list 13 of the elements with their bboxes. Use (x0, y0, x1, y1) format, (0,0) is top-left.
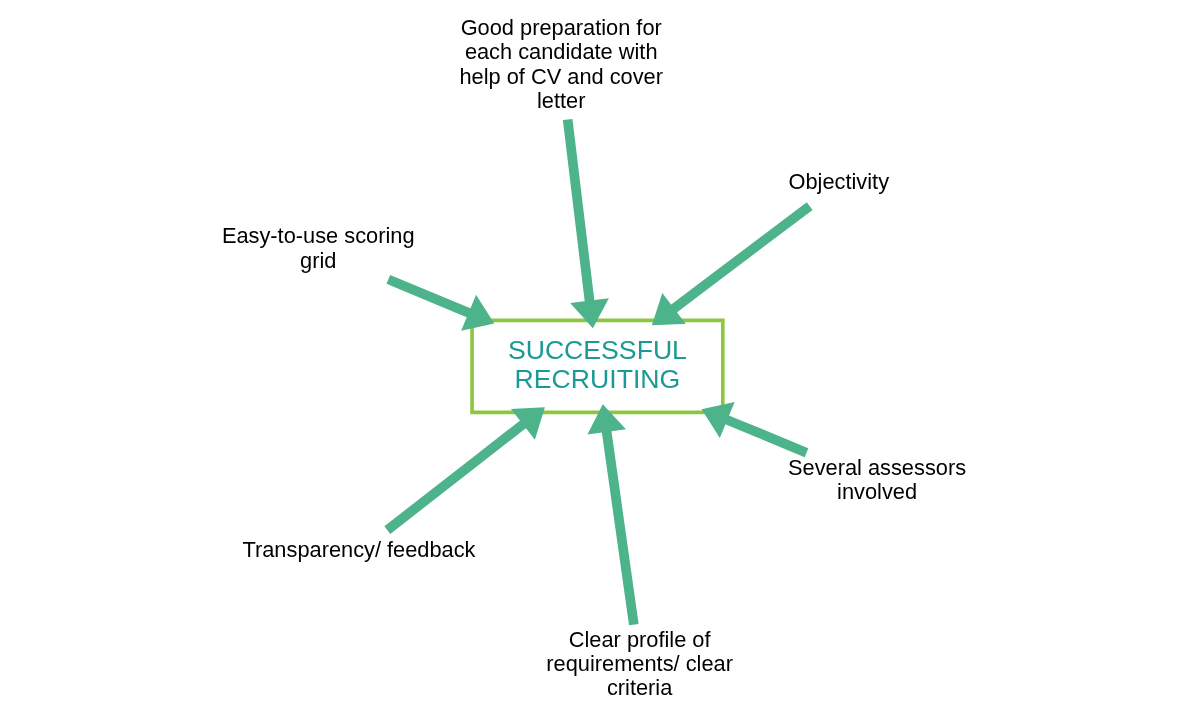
arrow (651, 202, 813, 326)
node-text: Clear profile of requirements/ clear criteria (546, 627, 733, 701)
arrow (386, 274, 495, 331)
arrow (562, 118, 609, 329)
node-text: Transparency/ feedback (242, 537, 476, 563)
node-box: SUCCESSFUL RECRUITING (470, 318, 725, 415)
arrow (587, 404, 639, 626)
node-text: Easy-to-use scoring grid (221, 223, 415, 273)
node-text: Good preparation for each candidate with help of CV and cover letter (459, 15, 663, 113)
arrow (384, 407, 545, 534)
arrow (701, 401, 809, 458)
node-text: Objectivity (788, 169, 890, 195)
node-text: Several assessors involved (788, 455, 967, 505)
